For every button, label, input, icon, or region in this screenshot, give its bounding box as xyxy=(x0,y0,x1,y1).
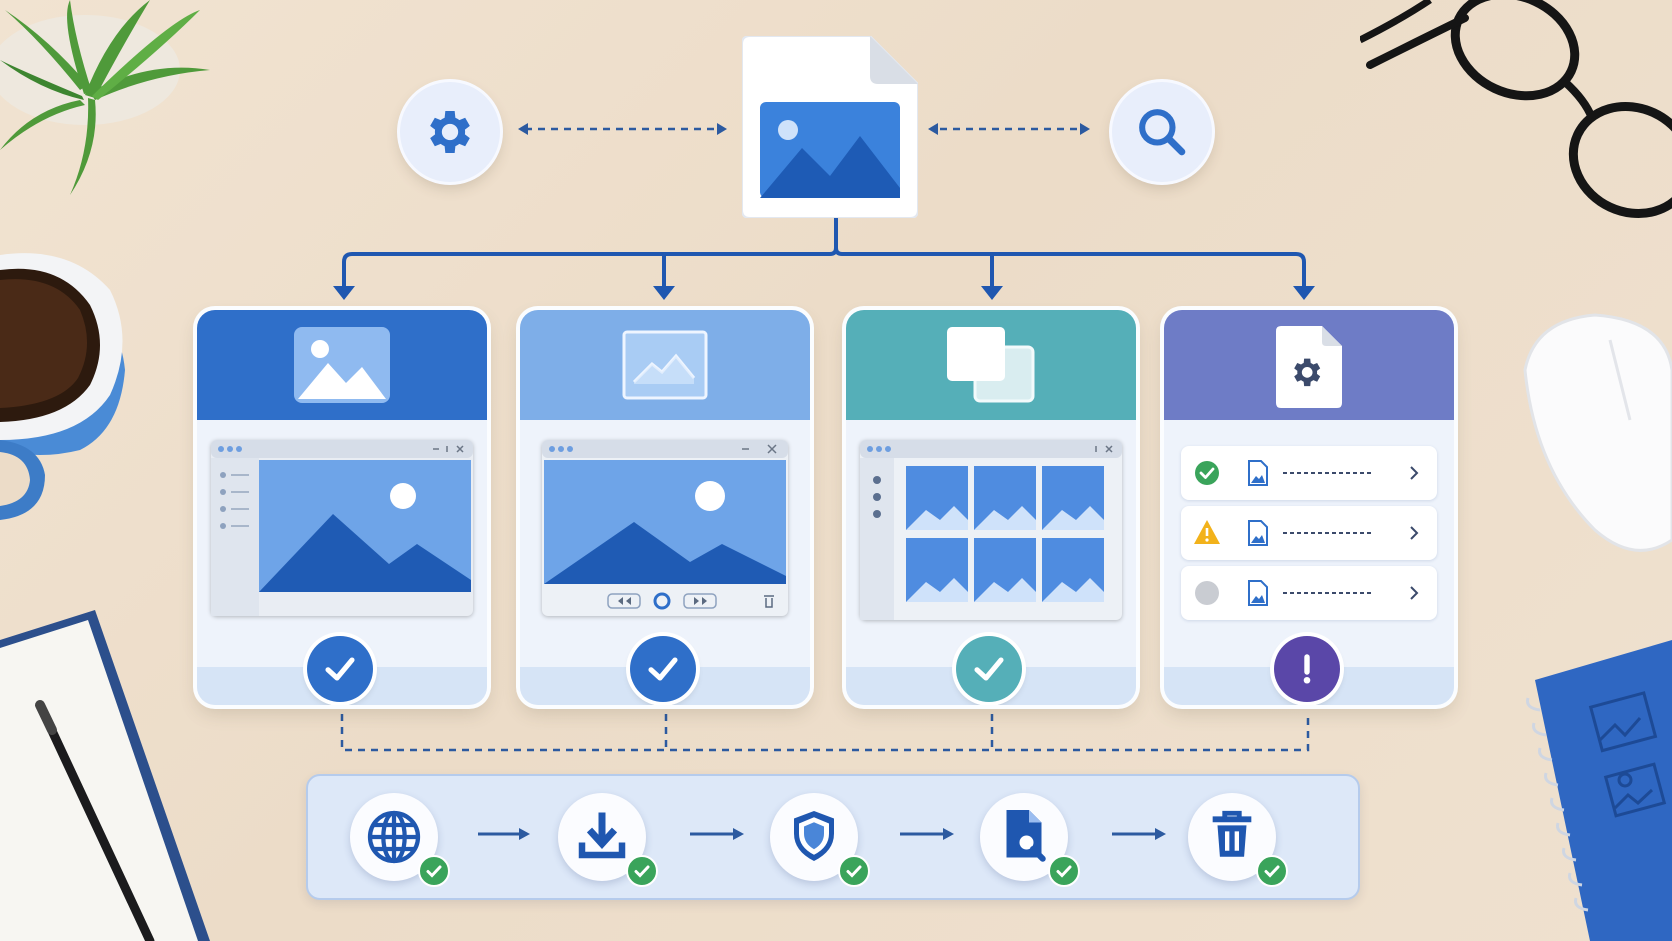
check-icon xyxy=(846,865,862,878)
search-icon xyxy=(1139,109,1186,156)
file-row[interactable] xyxy=(1181,446,1437,500)
done-check xyxy=(418,855,450,887)
coffee-cup-decoration xyxy=(0,230,140,530)
globe-icon xyxy=(367,810,421,864)
settings-node[interactable] xyxy=(400,82,500,182)
check-icon xyxy=(1264,865,1280,878)
viewer-card[interactable] xyxy=(197,310,487,705)
image-file-icon xyxy=(742,36,918,218)
pipeline-step-fetch[interactable] xyxy=(350,793,450,887)
pipeline-step-inspect[interactable] xyxy=(980,793,1080,887)
download-icon xyxy=(578,812,626,859)
check-icon xyxy=(426,865,442,878)
notebook-decoration xyxy=(0,610,220,941)
stacked-windows-icon xyxy=(947,327,1035,403)
image-frame-icon xyxy=(622,330,708,400)
success-badge xyxy=(956,636,1022,702)
check-icon xyxy=(634,865,650,878)
card-header xyxy=(520,310,810,420)
image-viewer-window xyxy=(211,440,473,616)
success-badge xyxy=(630,636,696,702)
thumbnail-gallery-window xyxy=(860,440,1122,620)
trash-icon xyxy=(1212,810,1252,857)
file-row[interactable] xyxy=(1181,506,1437,560)
glasses-decoration xyxy=(1360,0,1672,260)
media-player-window xyxy=(542,440,788,616)
spiral-notebook-decoration xyxy=(1500,640,1672,941)
plant-decoration xyxy=(0,0,230,200)
shield-icon xyxy=(794,811,834,861)
check-icon xyxy=(648,657,678,681)
gallery-card[interactable] xyxy=(846,310,1136,705)
done-check xyxy=(626,855,658,887)
card-header xyxy=(1164,310,1454,420)
done-check xyxy=(1256,855,1288,887)
search-node[interactable] xyxy=(1112,82,1212,182)
done-check xyxy=(1048,855,1080,887)
pipeline-step-scan[interactable] xyxy=(770,793,870,887)
exclamation-icon xyxy=(1303,654,1311,684)
card-header xyxy=(197,310,487,420)
image-icon xyxy=(294,327,390,403)
error-badge xyxy=(1274,636,1340,702)
pipeline-step-download[interactable] xyxy=(558,793,658,887)
gear-icon xyxy=(430,111,470,153)
card-header xyxy=(846,310,1136,420)
player-card[interactable] xyxy=(520,310,810,705)
file-list-card[interactable] xyxy=(1164,310,1454,705)
done-check xyxy=(838,855,870,887)
image-file-node[interactable] xyxy=(742,36,918,218)
file-row[interactable] xyxy=(1181,566,1437,620)
success-badge xyxy=(307,636,373,702)
check-icon xyxy=(1056,865,1072,878)
check-icon xyxy=(974,657,1004,681)
check-icon xyxy=(325,657,355,681)
pipeline-step-delete[interactable] xyxy=(1188,793,1288,887)
file-settings-icon xyxy=(1276,326,1342,408)
file-search-icon xyxy=(1006,810,1046,862)
